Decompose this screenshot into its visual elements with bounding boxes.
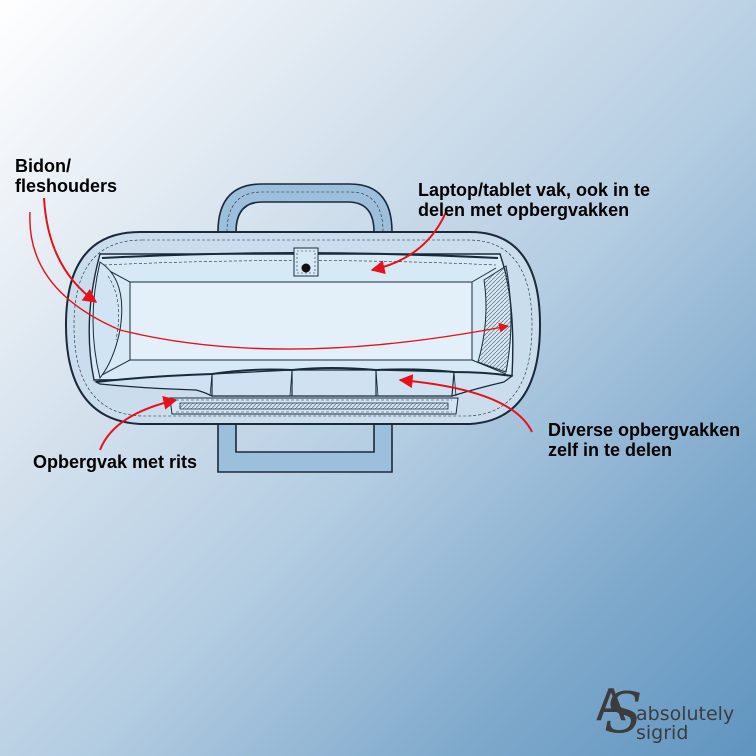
logo-s-mark: S [604, 681, 643, 746]
mesh-pocket [477, 265, 512, 373]
snap-flap [293, 247, 319, 277]
label-bottle-holder: Bidon/ fleshouders [15, 156, 117, 196]
label-bottle-holder-line2: fleshouders [15, 176, 118, 196]
top-handle [217, 183, 393, 233]
arrow-zip-pocket [99, 395, 178, 451]
label-laptop-tablet-line1: Laptop/tablet vak, ook in te [418, 180, 651, 200]
bottle-holder-pocket [92, 261, 123, 380]
bottom-handle [217, 419, 393, 473]
label-laptop-tablet-line2: delen met opbergvakken [418, 200, 630, 220]
zipper [179, 402, 449, 410]
label-zip-pocket: Opbergvak met rits [33, 452, 197, 472]
logo-line2: sigrid [636, 722, 689, 744]
arrow-laptop [370, 211, 447, 275]
label-various-pockets: Diverse opbergvakken zelf in te delen [548, 420, 740, 460]
logo-line1: absolutely [636, 703, 735, 725]
arrow-bottle-holder [43, 197, 98, 303]
arrow-bottle-holder-long [29, 211, 509, 350]
brand-logo: A S absolutely sigrid [596, 676, 756, 746]
label-bottle-holder-line1: Bidon/ [15, 156, 71, 176]
label-various-pockets-line2: zelf in te delen [548, 440, 673, 460]
label-zip-pocket-line1: Opbergvak met rits [33, 452, 198, 472]
snap-button [301, 263, 311, 273]
label-laptop-tablet: Laptop/tablet vak, ook in te delen met o… [418, 180, 650, 220]
arrow-various-pockets [398, 374, 533, 433]
logo-a-mark: A [596, 680, 627, 731]
label-various-pockets-line1: Diverse opbergvakken [548, 420, 741, 440]
